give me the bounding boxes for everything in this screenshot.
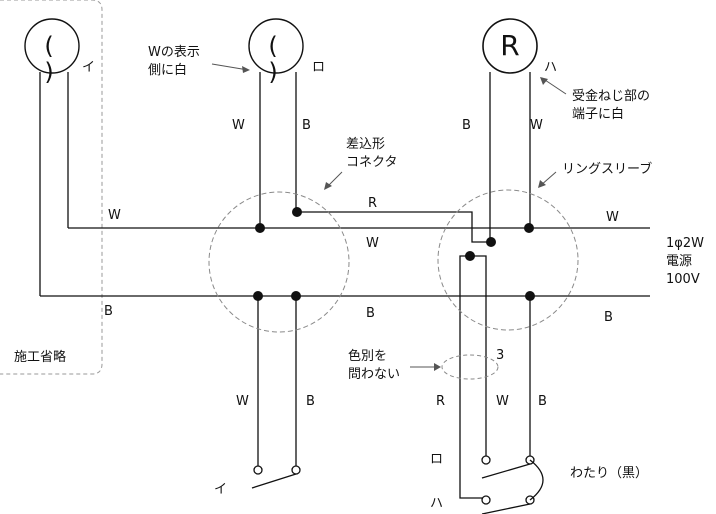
wire	[296, 211, 490, 243]
wire-label: R	[436, 394, 446, 409]
junction-dot	[253, 291, 263, 301]
switch-ha-label: ハ	[430, 496, 444, 511]
junction-dot	[291, 291, 301, 301]
wire-label: B	[604, 310, 613, 325]
lamp-ro-circle	[248, 18, 304, 74]
lamp-i-circle	[24, 18, 80, 74]
wire-label: B	[366, 306, 375, 321]
ring-sleeve-note: リングスリーブ	[562, 162, 653, 177]
wire-label: W	[606, 210, 619, 225]
source-name-label: 電源	[666, 254, 693, 269]
wire-label: W	[232, 118, 245, 133]
junction-dot	[292, 207, 302, 217]
ring-sleeve-circle	[437, 189, 579, 331]
switch-terminal	[253, 465, 263, 475]
lamp-i-label: イ	[82, 60, 96, 75]
wire-label: W	[530, 118, 543, 133]
switch-i-label: イ	[214, 482, 228, 497]
lamp-ro-label: ロ	[312, 60, 326, 75]
color-agnostic-ellipse	[441, 354, 499, 380]
junction-dot	[486, 237, 496, 247]
annotation-arrow	[211, 63, 249, 71]
lamp-ha-circle	[482, 18, 538, 74]
switch-terminal	[291, 465, 301, 475]
switch-lever	[481, 503, 531, 514]
switch-terminal	[481, 455, 491, 465]
jumper-note: わたり（黒）	[570, 466, 649, 481]
jumper-wire	[529, 459, 544, 501]
connector-note: 差込形 コネクタ	[346, 137, 398, 170]
wire-label: B	[538, 394, 547, 409]
wire-label: W	[236, 394, 249, 409]
switch-terminal	[481, 495, 491, 505]
wire-label: B	[104, 304, 113, 319]
wire-label: W	[366, 236, 379, 251]
junction-dot	[524, 223, 534, 233]
junction-dot	[525, 291, 535, 301]
plug-in-connector-circle	[208, 191, 350, 333]
wire-label: B	[462, 118, 471, 133]
junction-dot	[255, 223, 265, 233]
source-phase-label: 1φ2W	[666, 236, 704, 251]
lamp-i-symbol: ( )	[44, 32, 60, 86]
wire-label: W	[108, 208, 121, 223]
wire-label: R	[368, 196, 378, 211]
wire-label: B	[306, 394, 315, 409]
switch-lever	[251, 473, 297, 489]
w-display-note: Wの表示 側に白	[148, 45, 200, 78]
lamp-ro-symbol: ( )	[268, 32, 284, 86]
lamp-ha-label: ハ	[544, 60, 558, 75]
wire-label: B	[302, 118, 311, 133]
lamp-ha-symbol: R	[500, 29, 520, 62]
wire-label: W	[496, 394, 509, 409]
terminal-note: 受金ねじ部の 端子に白	[572, 89, 651, 122]
sleeve-count: 3	[496, 348, 505, 363]
switch-ro-label: ロ	[430, 452, 444, 467]
junction-dot	[465, 251, 475, 261]
source-voltage-label: 100V	[666, 272, 700, 287]
switch-lever	[481, 463, 531, 479]
wire	[470, 255, 487, 458]
color-agnostic-note: 色別を 問わない	[348, 349, 401, 382]
omitted-label: 施工省略	[14, 350, 67, 365]
